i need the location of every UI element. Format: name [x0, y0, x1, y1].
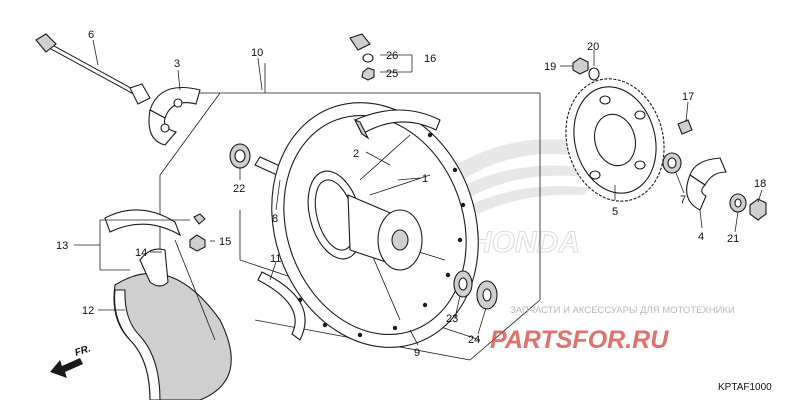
- label-23: 23: [446, 313, 458, 325]
- shop-caption: ЗАПЧАСТИ И АКСЕССУАРЫ ДЛЯ МОТОТЕХНИКИ: [510, 305, 735, 316]
- label-11: 11: [270, 253, 281, 265]
- bearing-23: [453, 270, 473, 298]
- front-direction-arrow: FR.: [50, 343, 92, 378]
- bearing-24: [476, 280, 498, 310]
- driven-sprocket: [565, 78, 665, 202]
- inner-tube: [104, 209, 216, 341]
- collar-7: [662, 152, 682, 174]
- label-3: 3: [174, 58, 180, 70]
- washer-20: [588, 67, 600, 81]
- label-6: 6: [88, 29, 94, 41]
- rim-lock-15: [189, 213, 206, 252]
- label-7: 7: [680, 194, 686, 206]
- honda-watermark-text: HONDA: [470, 226, 580, 259]
- label-15: 15: [219, 236, 231, 248]
- label-21: 21: [727, 233, 739, 245]
- label-26: 26: [386, 50, 398, 62]
- rear-tire: [113, 272, 232, 400]
- label-17: 17: [682, 91, 694, 103]
- bearing-22: [229, 143, 251, 169]
- label-9: 9: [414, 347, 420, 359]
- label-5: 5: [612, 206, 618, 218]
- label-13: 13: [56, 240, 68, 252]
- label-12: 12: [82, 305, 94, 317]
- rim-band-2: [353, 109, 441, 140]
- rim-band-11: [257, 271, 306, 341]
- label-4: 4: [698, 231, 704, 243]
- shop-logo: PARTSFOR.RU: [490, 326, 669, 354]
- nut-18: [749, 198, 767, 221]
- nut-19: [572, 57, 589, 75]
- valve-parts: [349, 33, 375, 81]
- chain-adjuster-left: [148, 86, 201, 146]
- front-arrow-label: FR.: [74, 343, 93, 358]
- axle-shaft: [35, 33, 151, 105]
- diagram-code: KPTAF1000: [718, 382, 772, 393]
- label-25: 25: [386, 68, 398, 80]
- chain-adjuster-right: [686, 157, 727, 211]
- part-numbers: 6 3 10 2 1 26 16 25 20 19 17 18 5 7 4 21…: [56, 29, 766, 359]
- washer-21: [729, 193, 747, 213]
- label-20: 20: [587, 41, 599, 53]
- label-19: 19: [544, 61, 556, 73]
- label-14: 14: [135, 247, 147, 259]
- label-24: 24: [468, 334, 480, 346]
- label-8: 8: [272, 213, 278, 225]
- label-22: 22: [233, 183, 245, 195]
- label-2: 2: [353, 148, 359, 160]
- label-1: 1: [422, 173, 428, 185]
- bolt-17: [677, 119, 693, 135]
- leader-lines: [74, 39, 763, 346]
- label-10: 10: [251, 47, 263, 59]
- label-16: 16: [424, 53, 436, 65]
- shop-watermark: ЗАПЧАСТИ И АКСЕССУАРЫ ДЛЯ МОТОТЕХНИКИ PA…: [490, 305, 735, 354]
- label-18: 18: [754, 178, 766, 190]
- honda-watermark: HONDA: [440, 139, 610, 260]
- rear-hub: [307, 170, 423, 271]
